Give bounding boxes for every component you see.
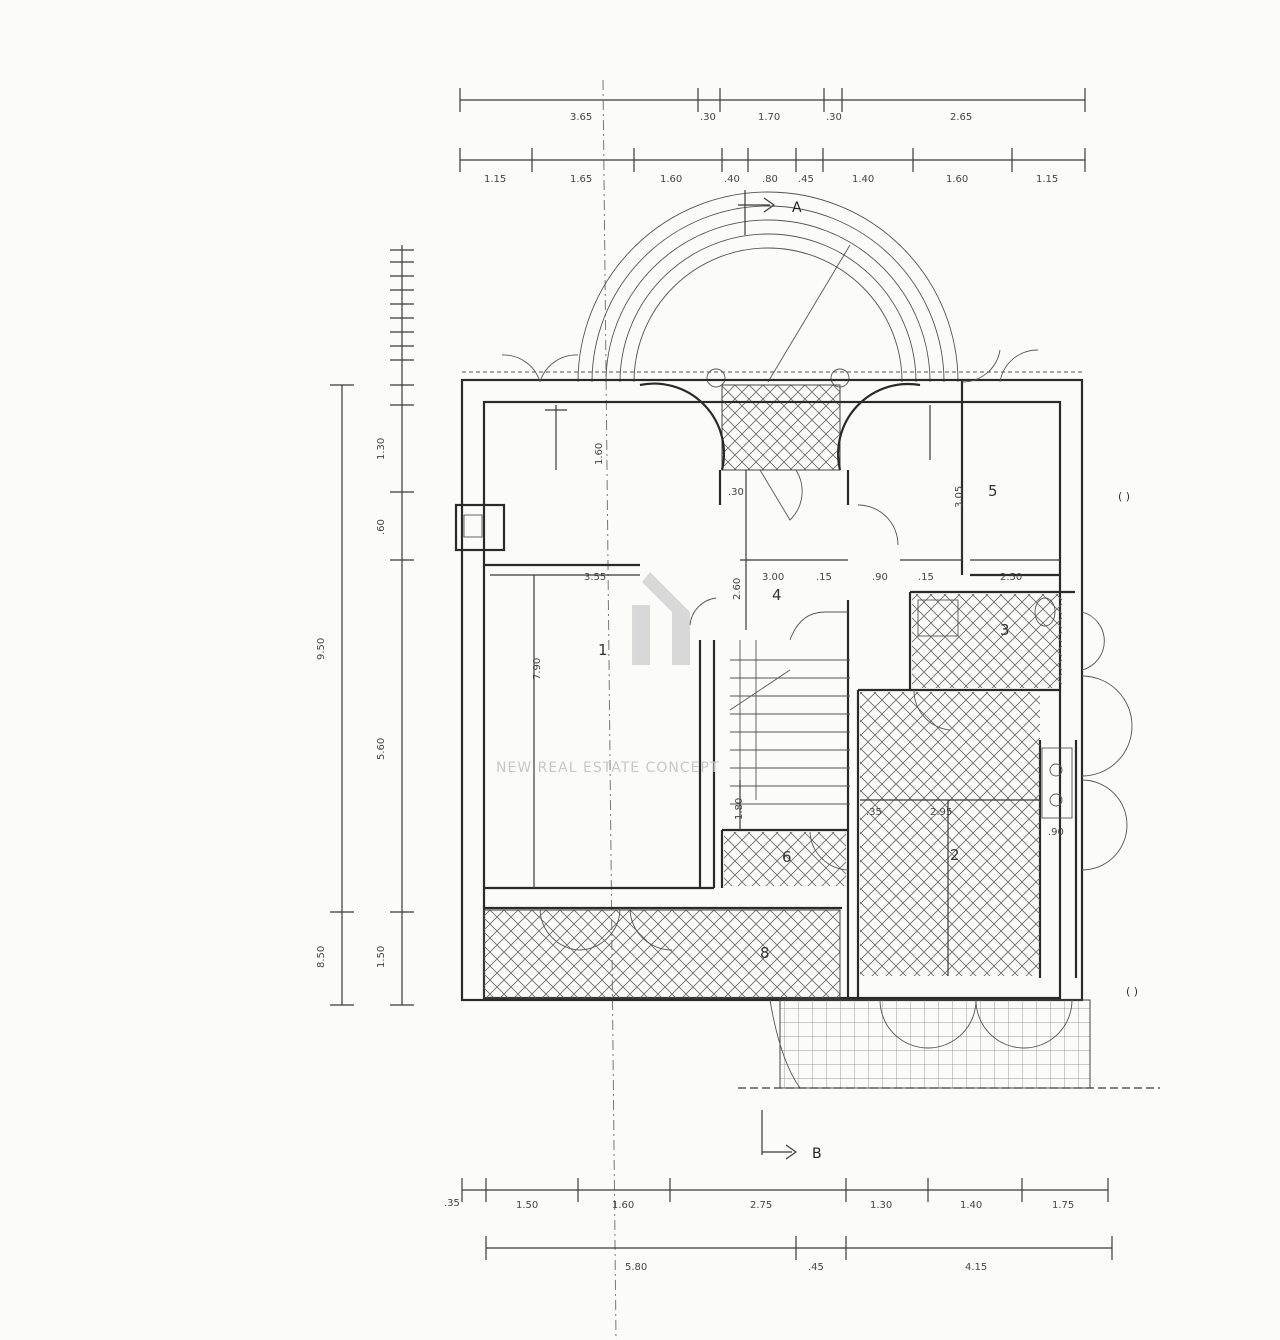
dim-bottom-outer-1: 5.80 [625,1262,647,1273]
dim-top-inner-2: 1.65 [570,174,592,185]
dim-top-inner-8: 1.60 [946,174,968,185]
section-label-a: A [792,200,802,216]
dim-interior-9: 2.50 [1000,572,1022,583]
dim-bottom-outer-2: .45 [808,1262,824,1273]
storage-floor [724,832,846,886]
dim-left-inner-4: .60 [376,519,387,535]
dim-top-inner-6: .45 [798,174,814,185]
center-axis-line [602,79,617,1340]
staircase [729,611,850,805]
dim-top-inner-1: 1.15 [484,174,506,185]
svg-text:( ): ( ) [1118,490,1130,503]
dim-top-outer-3: 1.70 [758,112,780,123]
dim-interior-3: 1.60 [594,443,605,465]
dim-bottom-inner-6: 1.40 [960,1200,982,1211]
left-dimension-inner [390,245,414,1006]
dim-bottom-inner-4: 2.75 [750,1200,772,1211]
dim-interior-6: .15 [816,572,832,583]
dim-interior-12: 2.95 [930,807,952,818]
dim-top-inner-4: .40 [724,174,740,185]
dim-top-outer-2: .30 [700,112,716,123]
dim-interior-2: 7.90 [532,658,543,680]
dim-top-inner-7: 1.40 [852,174,874,185]
kitchen-floor [860,692,1040,976]
column-right [830,368,850,388]
room-label-6: 6 [782,848,792,866]
dim-top-outer-5: 2.65 [950,112,972,123]
entrance-steps [577,191,959,383]
dim-interior-13: 1.80 [734,798,745,820]
dim-top-inner-5: .80 [762,174,778,185]
room-label-5: 5 [988,482,998,500]
dim-interior-5: 3.00 [762,572,784,583]
top-dimension-outer [459,88,1086,112]
dim-interior-8: .15 [918,572,934,583]
dim-bottom-outer-3: 4.15 [965,1262,987,1273]
interior-dimension-lines [490,405,1060,976]
dim-top-outer-4: .30 [826,112,842,123]
dim-left-inner-2: 5.60 [376,738,387,760]
stove [1041,747,1073,819]
entrance-porch [721,384,841,471]
bathroom-floor [912,594,1062,688]
left-dimension-outer [330,384,354,1006]
porch-arch-right [837,382,921,471]
dim-top-inner-3: 1.60 [660,174,682,185]
top-dimension-inner [459,148,1086,172]
dim-interior-7: .90 [872,572,888,583]
shower-tray [917,599,959,637]
room-label-1: 1 [598,641,608,659]
door-swings [501,349,1133,1089]
svg-text:( ): ( ) [1126,985,1138,998]
bottom-dimension-inner [461,1178,1109,1202]
dim-top-inner-9: 1.15 [1036,174,1058,185]
dim-bottom-inner-7: 1.75 [1052,1200,1074,1211]
dim-interior-4: 2.60 [732,578,743,600]
dim-interior-10: 3.05 [954,486,965,508]
dim-interior-14: .30 [728,487,744,498]
dim-interior-1: 3.55 [584,572,606,583]
dim-interior-15: .90 [1048,827,1064,838]
room-label-8: 8 [760,944,770,962]
dim-bottom-inner-2: 1.50 [516,1200,538,1211]
dim-top-outer-1: 3.65 [570,112,592,123]
watermark-logo [632,572,690,665]
terrace-floor [483,909,841,999]
fireplace [454,503,506,552]
bottom-dimension-outer [485,1236,1113,1260]
dim-left-outer-2: 8.50 [316,946,327,968]
section-marker-b [761,1110,798,1160]
rear-terrace [779,999,1091,1089]
dim-left-inner-3: 1.50 [376,946,387,968]
room-label-2: 2 [950,846,960,864]
room-label-4: 4 [772,586,782,604]
watermark-text: NEW REAL ESTATE CONCEPT [496,760,719,776]
section-marker-a [738,190,776,235]
dim-left-inner-1: 1.30 [376,438,387,460]
toilet [1034,597,1056,627]
dim-left-outer-1: 9.50 [316,638,327,660]
dim-interior-11: .35 [866,807,882,818]
dim-bottom-inner-1: .35 [444,1198,460,1209]
column-left [706,368,726,388]
dim-bottom-inner-3: 1.60 [612,1200,634,1211]
dim-bottom-inner-5: 1.30 [870,1200,892,1211]
section-label-b: B [812,1146,822,1162]
room-label-3: 3 [1000,621,1010,639]
porch-arch-left [639,382,725,471]
